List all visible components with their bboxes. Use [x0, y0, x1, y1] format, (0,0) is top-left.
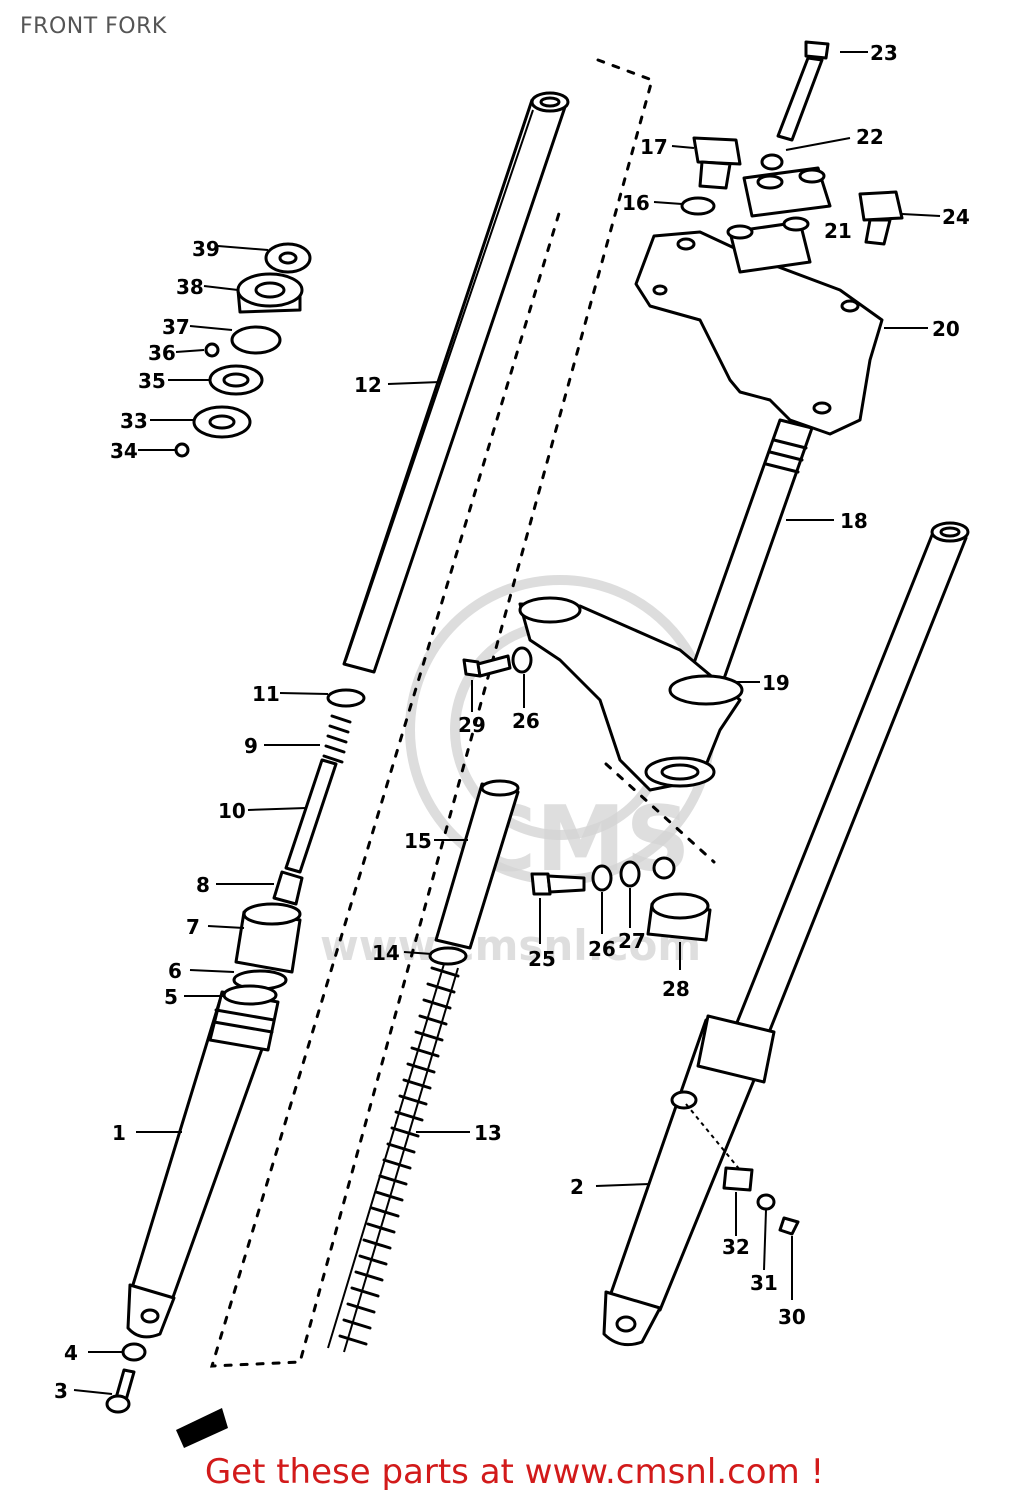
- label-10: 10: [218, 799, 246, 823]
- part-26-washer-lower: [591, 864, 613, 892]
- part-3-drain-bolt: [105, 1368, 136, 1414]
- part-32-nut: [722, 1166, 754, 1192]
- part-39-stem-nut: [264, 242, 312, 274]
- label-32: 32: [722, 1235, 750, 1259]
- watermark-url-text: www.cmsnl.com: [320, 921, 701, 970]
- label-11: 11: [252, 682, 280, 706]
- part-22-washer: [760, 153, 784, 171]
- part-labels: 39 38 37 36 35 33 34 12 11 9 10 8 7 6 5 …: [54, 41, 970, 1403]
- label-20: 20: [932, 317, 960, 341]
- part-26-washer-upper: [511, 646, 533, 674]
- part-21-handlebar-holder: [726, 166, 832, 274]
- label-14: 14: [372, 941, 400, 965]
- label-18: 18: [840, 509, 868, 533]
- label-7: 7: [186, 915, 200, 939]
- label-13: 13: [474, 1121, 502, 1145]
- part-36-ball: [204, 342, 220, 358]
- part-8-rod-piece: [272, 870, 304, 906]
- front-direction-arrow: [176, 1408, 228, 1448]
- label-16: 16: [622, 191, 650, 215]
- part-14-spring-seat: [428, 946, 468, 966]
- label-34: 34: [110, 439, 138, 463]
- label-6: 6: [168, 959, 182, 983]
- part-23-long-bolt: [776, 40, 830, 142]
- part-38-head-race-cover: [236, 272, 304, 314]
- label-30: 30: [778, 1305, 806, 1329]
- assembly-line-right-fork: [685, 1103, 741, 1171]
- part-30-screw: [778, 1216, 800, 1236]
- label-5: 5: [164, 985, 178, 1009]
- label-26-lower: 26: [588, 937, 616, 961]
- part-35-bearing-cone: [208, 364, 264, 396]
- cmsnl-link[interactable]: Get these parts at www.cmsnl.com !: [204, 1452, 825, 1492]
- part-31-washer: [756, 1193, 776, 1211]
- part-13-fork-spring: [327, 963, 460, 1353]
- label-9: 9: [244, 734, 258, 758]
- part-11-ring: [326, 688, 366, 708]
- label-37: 37: [162, 315, 190, 339]
- label-19: 19: [762, 671, 790, 695]
- label-36: 36: [148, 341, 176, 365]
- part-2-fork-outer-tube-right: [602, 521, 970, 1347]
- label-12: 12: [354, 373, 382, 397]
- part-34-ball: [174, 442, 190, 458]
- part-29-bolt: [462, 654, 512, 678]
- label-15: 15: [404, 829, 432, 853]
- label-3: 3: [54, 1379, 68, 1403]
- label-2: 2: [570, 1175, 584, 1199]
- label-39: 39: [192, 237, 220, 261]
- part-7-oil-lock-piece: [234, 902, 302, 974]
- label-38: 38: [176, 275, 204, 299]
- part-9-rebound-spring: [322, 714, 352, 764]
- label-25: 25: [528, 947, 556, 971]
- label-22: 22: [856, 125, 884, 149]
- part-4-washer: [121, 1342, 147, 1362]
- part-19-lower-bracket: [518, 596, 744, 792]
- part-24-bolt: [858, 190, 904, 246]
- label-33: 33: [120, 409, 148, 433]
- label-35: 35: [138, 369, 166, 393]
- part-25-bolt: [530, 872, 586, 896]
- label-31: 31: [750, 1271, 778, 1295]
- part-20-upper-bracket: [634, 230, 884, 436]
- part-12-fork-inner-tube: [342, 91, 570, 674]
- leader-lines: [73, 51, 941, 1395]
- label-21: 21: [824, 219, 852, 243]
- label-26-upper: 26: [512, 709, 540, 733]
- part-1-fork-outer-tube: [126, 990, 280, 1339]
- part-10-damper-rod: [284, 758, 338, 874]
- label-27: 27: [618, 929, 646, 953]
- label-28: 28: [662, 977, 690, 1001]
- part-17-bolt: [692, 136, 742, 190]
- part-37-bearing-race: [230, 325, 282, 355]
- label-29: 29: [458, 713, 486, 737]
- part-15-spacer-pipe: [434, 779, 520, 950]
- part-33-lower-race: [192, 405, 252, 439]
- subassembly-boundary: [209, 58, 654, 1368]
- part-27-washer: [619, 860, 641, 888]
- label-8: 8: [196, 873, 210, 897]
- label-4: 4: [64, 1341, 78, 1365]
- part-18-steering-stem: [686, 418, 814, 692]
- part-28-cushion: [646, 856, 712, 942]
- label-23: 23: [870, 41, 898, 65]
- label-1: 1: [112, 1121, 126, 1145]
- label-17: 17: [640, 135, 668, 159]
- part-5-oil-seal: [222, 984, 278, 1006]
- part-16-washer: [680, 196, 716, 216]
- label-24: 24: [942, 205, 970, 229]
- page-title: FRONT FORK: [20, 14, 167, 39]
